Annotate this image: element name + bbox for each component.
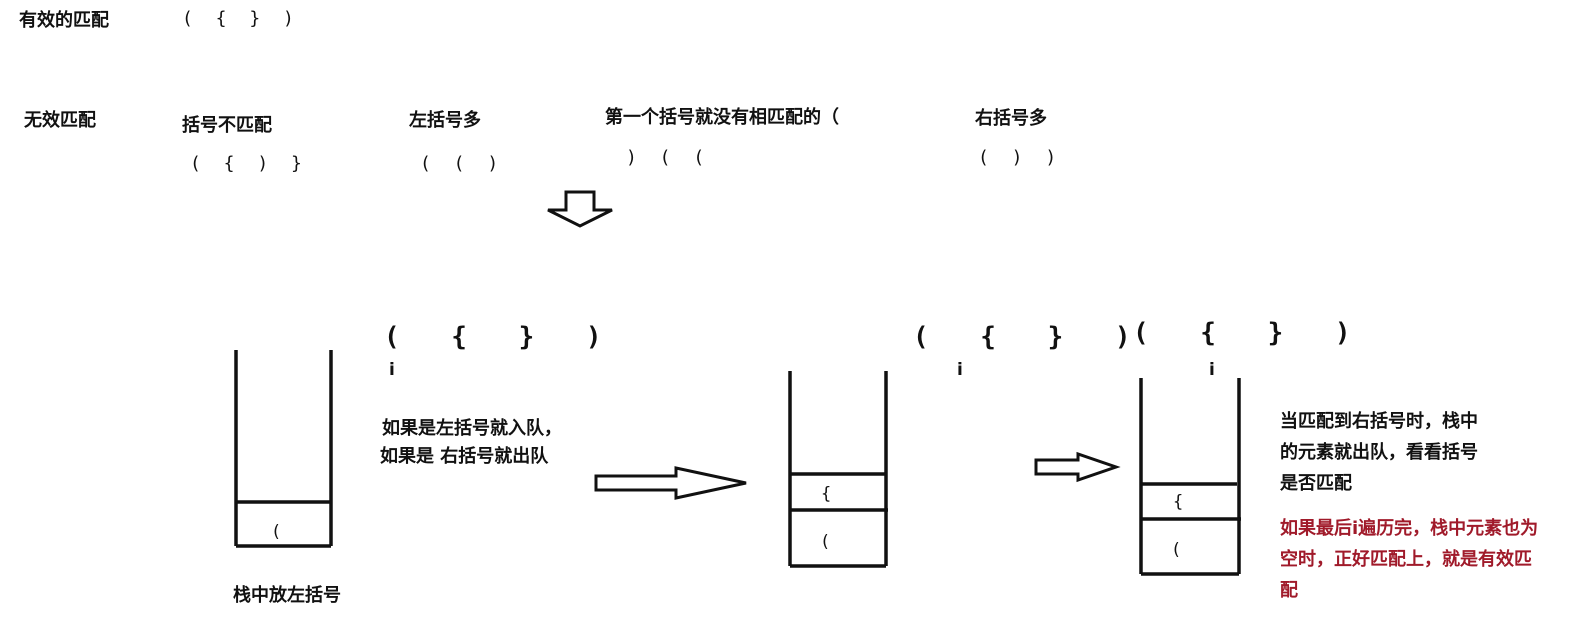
- step2-cell-0: {: [821, 484, 832, 504]
- step1-rule-line2: 如果是 右括号就出队: [380, 446, 549, 467]
- step1-cell-0: (: [271, 522, 282, 542]
- step3-note-line2: 的元素就出队，看看括号: [1280, 442, 1478, 463]
- step2-index-pointer: i: [957, 360, 963, 380]
- case-title-extra-left: 左括号多: [409, 110, 481, 131]
- invalid-label: 无效匹配: [24, 110, 96, 131]
- case-title-extra-right: 右括号多: [975, 108, 1047, 129]
- step1-caption: 栈中放左括号: [233, 585, 341, 606]
- valid-example: ( { } ): [182, 8, 300, 29]
- case-example-extra-left: ( ( ): [420, 153, 505, 174]
- step1-sequence: ( { } ): [384, 322, 620, 352]
- case-title-mismatch: 括号不匹配: [182, 115, 272, 136]
- step3-cell-1: (: [1171, 540, 1182, 560]
- case-example-extra-right: ( ) ): [978, 147, 1063, 168]
- right-arrow-icon-2: [1034, 451, 1121, 483]
- step3-conclusion: 如果最后i遍历完，栈中元素也为 空时，正好匹配上，就是有效匹 配: [1280, 513, 1538, 606]
- step3-conclusion-line2: 空时，正好匹配上，就是有效匹: [1280, 549, 1532, 570]
- step3-cell-0: {: [1173, 492, 1184, 512]
- step2-cell-1: (: [820, 532, 831, 552]
- step2-sequence: ( { } ): [913, 322, 1149, 352]
- stack-2: [788, 371, 888, 568]
- step3-conclusion-line3: 配: [1280, 580, 1298, 601]
- case-example-mismatch: ( { ) }: [190, 153, 308, 174]
- case-example-first-unmatched: ) ( (: [626, 147, 711, 168]
- step3-sequence: ( { } ): [1133, 318, 1369, 348]
- right-arrow-icon-1: [594, 466, 747, 500]
- down-arrow-icon: [547, 190, 613, 228]
- stack-3: [1139, 378, 1241, 576]
- stack-1: [234, 350, 333, 548]
- step3-note-line1: 当匹配到右括号时，栈中: [1280, 411, 1478, 432]
- step3-index-pointer: i: [1209, 360, 1215, 380]
- step3-note: 当匹配到右括号时，栈中 的元素就出队，看看括号 是否匹配: [1280, 406, 1478, 499]
- case-title-first-unmatched: 第一个括号就没有相匹配的（: [605, 107, 839, 128]
- step1-rule-line1: 如果是左括号就入队，: [382, 418, 562, 439]
- valid-label: 有效的匹配: [19, 10, 109, 31]
- step1-index-pointer: i: [389, 360, 395, 380]
- step3-conclusion-line1: 如果最后i遍历完，栈中元素也为: [1280, 518, 1539, 539]
- step3-note-line3: 是否匹配: [1280, 473, 1352, 494]
